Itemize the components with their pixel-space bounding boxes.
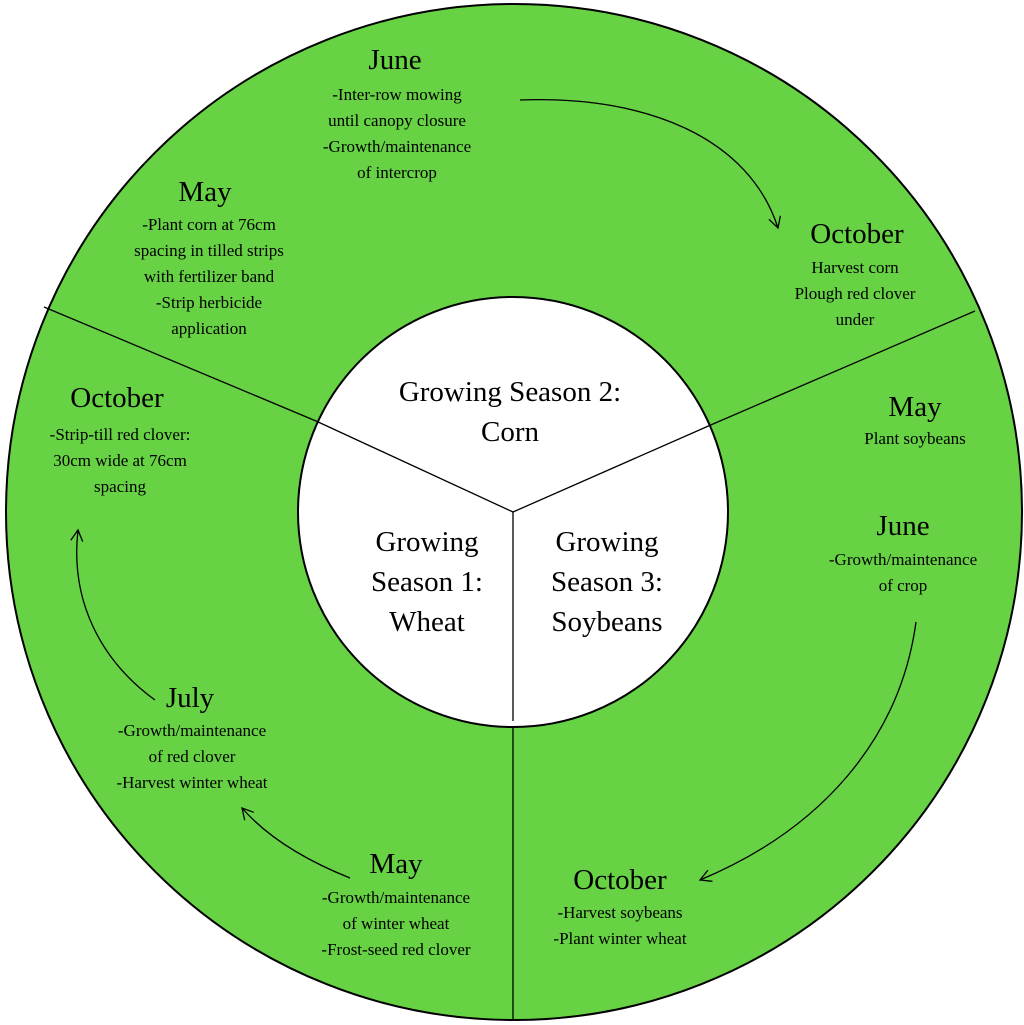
- text-line: with fertilizer band: [143, 267, 275, 286]
- text-line: -Harvest winter wheat: [116, 773, 268, 792]
- text-line: under: [835, 310, 875, 329]
- text-line: -Growth/maintenance: [322, 137, 472, 156]
- divider-corn-soybeans: [712, 310, 976, 425]
- text-line: of red clover: [148, 747, 236, 766]
- text-line: -Plant corn at 76cm: [142, 215, 276, 234]
- corn-may-month: May: [178, 176, 232, 208]
- text-line: Season 1:: [371, 566, 483, 598]
- corn-october-month: October: [810, 218, 904, 250]
- text-line: -Strip herbicide: [155, 293, 263, 312]
- wheat-july-tasks: -Growth/maintenance of red clover -Harvest…: [116, 718, 267, 796]
- text-line: Wheat: [389, 606, 465, 638]
- wheat-may-month: May: [369, 848, 423, 880]
- text-line: of winter wheat: [342, 914, 450, 933]
- text-line: -Harvest soybeans: [557, 903, 683, 922]
- soybeans-may-tasks: Plant soybeans: [864, 426, 966, 452]
- text-line: -Strip-till red clover:: [49, 425, 191, 444]
- text-line: -Frost-seed red clover: [321, 940, 471, 959]
- soybeans-october-tasks: -Harvest soybeans -Plant winter wheat: [553, 900, 686, 952]
- soybeans-may-month: May: [888, 391, 942, 423]
- text-line: -Growth/maintenance: [828, 550, 978, 569]
- arrow-july-to-october-wheat: [70, 528, 156, 701]
- text-line: of crop: [878, 576, 928, 595]
- inner-divider-corn-soybeans: [512, 423, 714, 513]
- text-line: Harvest corn: [811, 258, 899, 277]
- text-line: Soybeans: [551, 606, 663, 638]
- text-line: Growing Season 2:: [398, 376, 622, 408]
- text-line: Growing: [555, 526, 659, 558]
- season-2-corn-label: Growing Season 2: Corn: [399, 372, 621, 452]
- text-line: Season 3:: [551, 566, 663, 598]
- wheat-october-tasks: -Strip-till red clover: 30cm wide at 76cm…: [50, 422, 191, 500]
- corn-june-month: June: [368, 44, 422, 76]
- text-line: 30cm wide at 76cm: [53, 451, 187, 470]
- inner-divider-wheat-corn: [315, 420, 514, 513]
- text-line: application: [171, 319, 247, 338]
- arrow-june-to-october-corn: [519, 98, 782, 230]
- wheat-october-month: October: [70, 382, 164, 414]
- text-line: Growing: [375, 526, 479, 558]
- text-line: Corn: [480, 416, 539, 448]
- text-line: -Plant winter wheat: [553, 929, 687, 948]
- corn-may-tasks: -Plant corn at 76cm spacing in tilled str…: [134, 212, 284, 342]
- arrow-may-to-july-wheat: [241, 806, 351, 879]
- text-line: Plough red clover: [794, 284, 916, 303]
- soybeans-june-tasks: -Growth/maintenance of crop: [829, 547, 977, 599]
- text-line: spacing in tilled strips: [134, 241, 284, 260]
- text-line: -Growth/maintenance: [321, 888, 471, 907]
- text-line: Plant soybeans: [864, 429, 966, 448]
- soybeans-october-month: October: [573, 864, 667, 896]
- corn-june-tasks: -Inter-row mowing until canopy closure -Gr…: [323, 82, 471, 186]
- text-line: until canopy closure: [328, 111, 466, 130]
- arrow-june-to-october-soybeans: [698, 621, 917, 882]
- wheat-july-month: July: [165, 682, 215, 714]
- wheat-may-tasks: -Growth/maintenance of winter wheat -Frost…: [321, 885, 470, 963]
- text-line: -Inter-row mowing: [332, 85, 462, 104]
- soybeans-june-month: June: [876, 510, 930, 542]
- text-line: spacing: [94, 477, 146, 496]
- text-line: -Growth/maintenance: [117, 721, 267, 740]
- text-line: of intercrop: [357, 163, 437, 182]
- divider-wheat-corn: [43, 306, 317, 422]
